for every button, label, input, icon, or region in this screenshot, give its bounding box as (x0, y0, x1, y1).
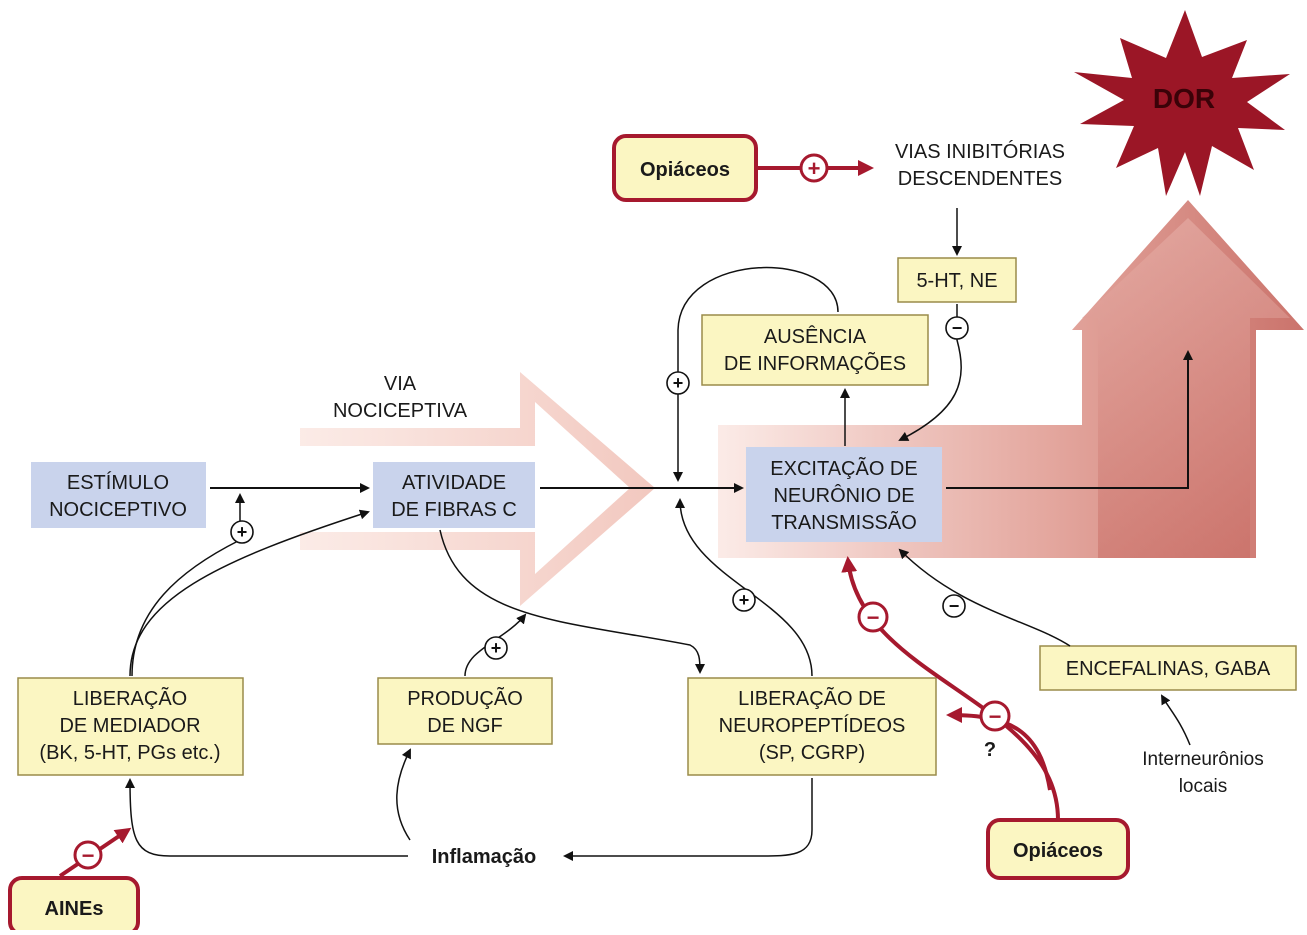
via-label-line2: NOCICEPTIVA (333, 400, 468, 422)
opioids-transmission-minus-icon (857, 601, 889, 633)
via-label-line1: VIA (384, 373, 417, 395)
opioids-top-box (612, 134, 758, 202)
inflammation-to-ngf-arrow (396, 748, 411, 841)
absence-label-line2: DE INFORMAÇÕES (724, 351, 906, 375)
mediator-to-stimulus-line-arrow (131, 493, 245, 677)
descending-label-line1: VIAS INIBITÓRIAS (895, 140, 1065, 163)
mediator-plus-icon (230, 520, 254, 544)
absence-feedback-loop (673, 266, 839, 482)
c-fiber-label-line2: DE FIBRAS C (391, 499, 517, 521)
neuropeptide-plus-sign: + (739, 590, 750, 610)
stimulus-label-line1: ESTÍMULO (67, 471, 169, 494)
question-mark: ? (984, 739, 996, 761)
enkephalins-label: ENCEFALINAS, GABA (1066, 658, 1271, 680)
neuropeptide-to-inflammation-arrow (563, 778, 813, 861)
neuropeptide-label-line3: (SP, CGRP) (759, 742, 865, 764)
stimulus-label-line2: NOCICEPTIVO (49, 499, 187, 521)
inflammation-to-mediator-arrow (125, 778, 408, 857)
opioids-neuropeptide-minus-icon (979, 700, 1011, 732)
opioids-bottom-label: Opiáceos (1013, 840, 1103, 862)
transmission-up-arrow-fill (1082, 218, 1290, 558)
mediator-label-line3: (BK, 5-HT, PGs etc.) (39, 742, 220, 764)
enkephalins-box (1039, 645, 1297, 691)
opioids-neuropeptide-minus-sign: − (989, 704, 1002, 729)
mediator-plus-sign: + (237, 522, 248, 542)
pain-label: DOR (1153, 83, 1215, 114)
inflammation-label: Inflamação (432, 846, 536, 868)
transmission-label-line1: EXCITAÇÃO DE (770, 456, 917, 480)
absence-loop-plus-icon (666, 371, 690, 395)
transmission-to-pain-line (946, 350, 1193, 489)
opioids-top-plus-sign: + (808, 156, 821, 181)
mediator-label-line1: LIBERAÇÃO (73, 686, 187, 710)
ngf-plus-icon (484, 636, 508, 660)
opioids-top-plus-icon (799, 153, 829, 183)
nsaids-label: AINEs (45, 898, 104, 920)
interneurons-to-enkephalins-arrow (1161, 694, 1191, 746)
neuropeptide-release-box (687, 677, 937, 776)
descending-label-line2: DESCENDENTES (898, 168, 1062, 190)
opioids-to-neuropeptide-arrow (946, 707, 1052, 791)
ngf-label-line1: PRODUÇÃO (407, 686, 523, 710)
nsaids-minus-sign: − (82, 843, 95, 868)
enkephalins-to-transmission-arrow (898, 548, 1071, 647)
neuropeptide-label-line1: LIBERAÇÃO DE (738, 686, 886, 710)
opioids-top-label: Opiáceos (640, 159, 730, 181)
absence-loop-plus-sign: + (673, 373, 684, 393)
pain-star-icon (1074, 10, 1290, 196)
ngf-label-line2: DE NGF (427, 715, 503, 737)
ht-ne-box (897, 257, 1017, 303)
nsaids-minus-icon (73, 840, 103, 870)
htne-minus-icon (945, 316, 969, 340)
transmission-label-line2: NEURÔNIO DE (773, 484, 914, 507)
interneurons-line1: Interneurônios (1142, 749, 1263, 770)
mediator-release-box (17, 677, 244, 776)
c-fiber-activity-box (373, 462, 535, 528)
enkephalins-minus-icon (942, 594, 966, 618)
htne-to-transmission-arrow (898, 304, 962, 441)
ht-ne-label: 5-HT, NE (916, 270, 997, 292)
ngf-production-box (377, 677, 553, 745)
c-fiber-label-line1: ATIVIDADE (402, 472, 506, 494)
nociceptive-pathway-arrow (300, 372, 655, 606)
interneurons-line2: locais (1179, 776, 1228, 797)
ngf-plus-sign: + (491, 638, 502, 658)
enkephalins-minus-sign: − (949, 596, 960, 616)
neuropeptide-plus-icon (732, 588, 756, 612)
stimulus-box (31, 462, 206, 528)
fibers-to-neuropeptide-arrow (439, 529, 705, 674)
opioids-transmission-minus-sign: − (867, 605, 880, 630)
htne-minus-sign: − (952, 318, 963, 338)
mediator-label-line2: DE MEDIADOR (59, 715, 200, 737)
absence-label-line1: AUSÊNCIA (764, 325, 867, 348)
transmission-neuron-box (746, 447, 942, 542)
transmission-label-line3: TRANSMISSÃO (771, 510, 917, 534)
neuropeptide-label-line2: NEUROPEPTÍDEOS (719, 714, 906, 737)
absence-info-box (701, 314, 929, 386)
